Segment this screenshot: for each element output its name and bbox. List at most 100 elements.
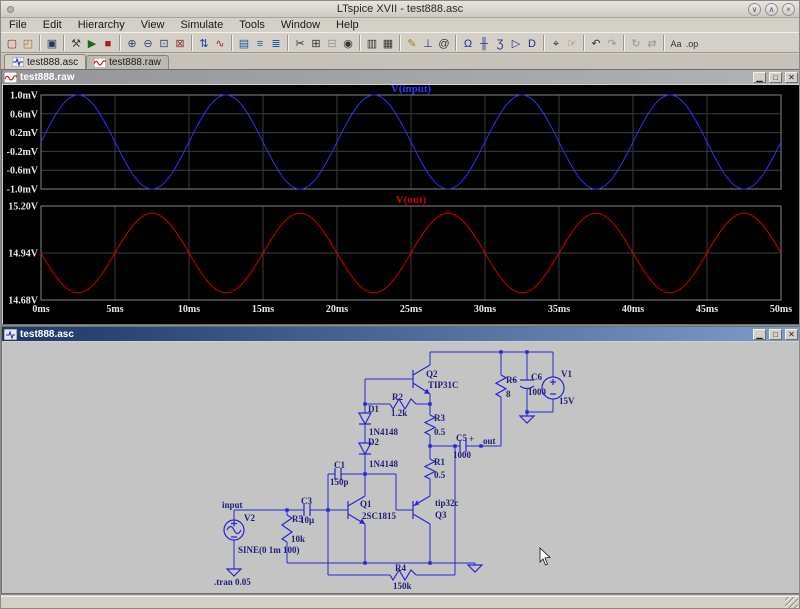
zoom-out-button[interactable]: ⊖: [140, 34, 156, 52]
open-button[interactable]: ◰: [20, 34, 36, 52]
toolbar-separator: [543, 35, 545, 51]
place-text-button[interactable]: Aa: [668, 34, 684, 52]
cut-button[interactable]: ✂: [292, 34, 308, 52]
toolbar-separator: [583, 35, 585, 51]
net-label-input[interactable]: input: [222, 500, 243, 510]
spice-directive-tran[interactable]: .tran 0.05: [214, 577, 251, 587]
find-button[interactable]: ◉: [340, 34, 356, 52]
svg-text:Q1: Q1: [360, 499, 372, 509]
view-schematic-button[interactable]: ▤: [236, 34, 252, 52]
y-tick-label: -0.2mV: [7, 147, 39, 158]
undo-button[interactable]: ↶: [588, 34, 604, 52]
component-r1[interactable]: R1 0.5: [425, 457, 446, 480]
svg-text:tip32c: tip32c: [435, 498, 459, 508]
x-tick-label: 10ms: [178, 304, 200, 315]
plot-settings-button[interactable]: ∿: [212, 34, 228, 52]
schematic-window-titlebar[interactable]: test888.asc ▁ □ ✕: [2, 327, 800, 341]
svg-text:Q2: Q2: [426, 369, 438, 379]
menu-simulate[interactable]: Simulate: [172, 19, 231, 32]
svg-text:R4: R4: [395, 563, 406, 573]
menu-window[interactable]: Window: [273, 19, 328, 32]
halt-button[interactable]: ■: [100, 34, 116, 52]
junction-dots: [285, 350, 528, 564]
trace-title[interactable]: V(input): [391, 85, 432, 95]
zoom-area-button[interactable]: ⊡: [156, 34, 172, 52]
waveform-plot[interactable]: 1.0mV0.6mV0.2mV-0.2mV-0.6mV-1.0mVV(input…: [3, 85, 799, 324]
menu-file[interactable]: File: [1, 19, 35, 32]
toolbar-separator: [455, 35, 457, 51]
svg-text:R2: R2: [392, 392, 403, 402]
place-ground-button[interactable]: ⊥: [420, 34, 436, 52]
component-r2[interactable]: R2 1.2k: [390, 392, 416, 418]
schematic-close-button[interactable]: ✕: [785, 329, 798, 340]
schematic-maximize-button[interactable]: □: [769, 329, 782, 340]
place-component-button[interactable]: D: [524, 34, 540, 52]
menu-tools[interactable]: Tools: [231, 19, 273, 32]
component-q3[interactable]: tip32c Q3: [413, 496, 459, 524]
copy-button[interactable]: ⊞: [308, 34, 324, 52]
schematic-minimize-button[interactable]: ▁: [753, 329, 766, 340]
y-tick-label: -0.6mV: [7, 166, 39, 177]
x-tick-label: 25ms: [400, 304, 422, 315]
svg-text:1000: 1000: [453, 450, 472, 460]
redo-button[interactable]: ↷: [604, 34, 620, 52]
component-r3[interactable]: R3 0.5: [425, 413, 446, 437]
window-title: LTspice XVII - test888.asc: [1, 3, 799, 15]
save-button[interactable]: ▣: [44, 34, 60, 52]
move-button[interactable]: ⌖: [548, 34, 564, 52]
place-resistor-button[interactable]: Ω: [460, 34, 476, 52]
maximize-window-button[interactable]: ∧: [765, 3, 778, 16]
waveform-close-button[interactable]: ✕: [785, 72, 798, 83]
rotate-button[interactable]: ↻: [628, 34, 644, 52]
svg-text:2SC1815: 2SC1815: [362, 511, 397, 521]
tab-label: test888.asc: [27, 57, 78, 68]
mouse-cursor: [540, 548, 550, 565]
spice-directive-button[interactable]: .op: [684, 34, 700, 52]
svg-text:V1: V1: [561, 369, 572, 379]
tab-test888.asc[interactable]: test888.asc: [4, 54, 86, 69]
menu-help[interactable]: Help: [328, 19, 367, 32]
component-q1[interactable]: Q1 2SC1815: [348, 496, 397, 524]
print-button[interactable]: ▦: [380, 34, 396, 52]
x-tick-label: 0ms: [32, 304, 49, 315]
component-r4[interactable]: R4 150k: [390, 563, 416, 591]
draw-wire-button[interactable]: ✎: [404, 34, 420, 52]
zoom-in-button[interactable]: ⊕: [124, 34, 140, 52]
run-button[interactable]: ▶: [84, 34, 100, 52]
net-label-out[interactable]: out: [483, 436, 496, 446]
svg-text:1.2k: 1.2k: [391, 408, 407, 418]
menu-view[interactable]: View: [133, 19, 173, 32]
view-netlist-button[interactable]: ≡: [252, 34, 268, 52]
menu-hierarchy[interactable]: Hierarchy: [70, 19, 133, 32]
waveform-window-titlebar[interactable]: test888.raw ▁ □ ✕: [2, 70, 800, 84]
print-preview-button[interactable]: ▥: [364, 34, 380, 52]
toolbar-separator: [231, 35, 233, 51]
autorange-y-button[interactable]: ⇅: [196, 34, 212, 52]
menu-edit[interactable]: Edit: [35, 19, 70, 32]
shade-window-button[interactable]: ∨: [748, 3, 761, 16]
waveform-minimize-button[interactable]: ▁: [753, 72, 766, 83]
drag-button[interactable]: ☞: [564, 34, 580, 52]
mirror-button[interactable]: ⇄: [644, 34, 660, 52]
tab-test888.raw[interactable]: test888.raw: [86, 55, 169, 69]
new-schematic-button[interactable]: ▢: [4, 34, 20, 52]
window-controls: ∨ ∧ ×: [748, 3, 795, 16]
control-panel-button[interactable]: ⚒: [68, 34, 84, 52]
place-diode-button[interactable]: ▷: [508, 34, 524, 52]
zoom-fit-button[interactable]: ⊠: [172, 34, 188, 52]
component-q2[interactable]: Q2 TIP31C: [413, 365, 459, 394]
place-label-button[interactable]: @: [436, 34, 452, 52]
place-inductor-button[interactable]: Ʒ: [492, 34, 508, 52]
component-v1[interactable]: V1 15V: [542, 369, 575, 406]
trace-title[interactable]: V(out): [396, 194, 427, 206]
tab-label: test888.raw: [109, 57, 161, 68]
place-capacitor-button[interactable]: ╫: [476, 34, 492, 52]
close-window-button[interactable]: ×: [782, 3, 795, 16]
waveform-maximize-button[interactable]: □: [769, 72, 782, 83]
resize-grip[interactable]: [785, 597, 798, 609]
paste-button[interactable]: ⊟: [324, 34, 340, 52]
schematic-canvas[interactable]: Q2 TIP31C R2 1.2k R3 0.5: [3, 342, 799, 593]
svg-text:Q3: Q3: [435, 510, 447, 520]
view-spice-error-log-button[interactable]: ≣: [268, 34, 284, 52]
